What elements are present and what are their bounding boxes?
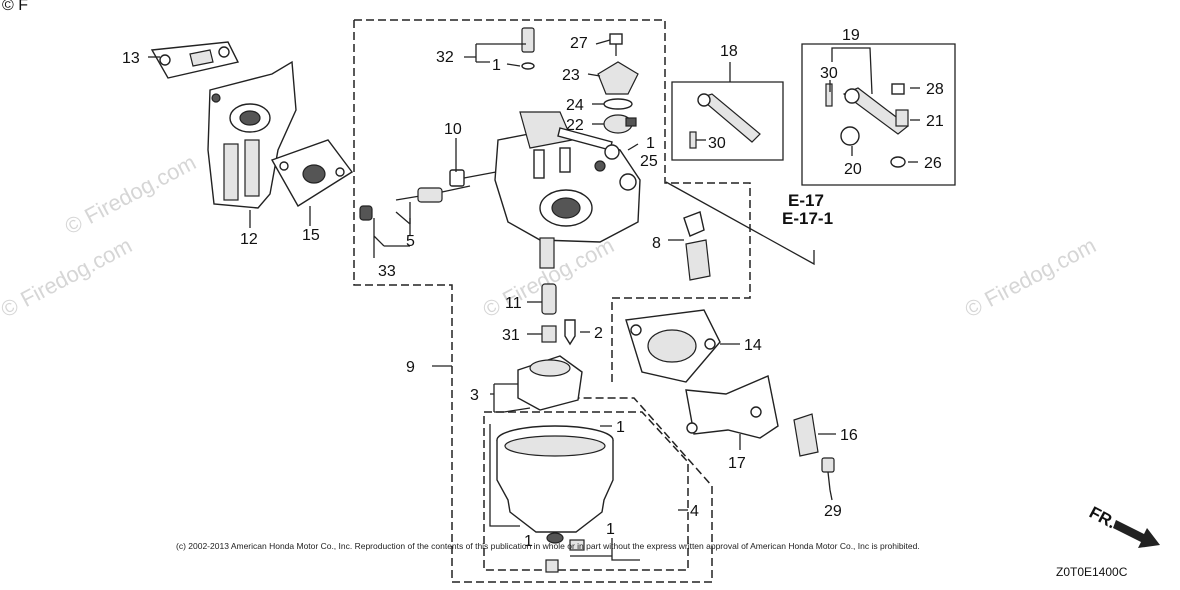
callout-8: 8 [652, 235, 661, 252]
part-8-seal [683, 211, 711, 281]
carburetor-body [494, 111, 641, 269]
callout-9: 9 [406, 359, 415, 376]
callout-21: 21 [926, 113, 944, 130]
part-25-gear [604, 144, 620, 160]
callout-22: 22 [566, 117, 584, 134]
part-27-screw [609, 33, 623, 56]
box-throttle-lever [671, 81, 784, 161]
callout-32: 32 [436, 49, 454, 66]
part-13-gasket [150, 41, 240, 79]
part-14-gasket [625, 309, 721, 383]
callout-25: 25 [640, 153, 658, 170]
part-11-float-valve-seat [541, 283, 557, 315]
callout-2: 2 [594, 325, 603, 342]
front-direction-arrow: FR. [1086, 503, 1160, 548]
part-15-gasket [270, 139, 354, 207]
copyright-notice: (c) 2002-2013 American Honda Motor Co., … [176, 541, 920, 551]
assembly-outline-float-bowl [483, 411, 689, 571]
box-choke-lever [801, 43, 956, 186]
callout-1-bottom-left: 1 [524, 533, 533, 550]
part-18-throttle-lever [689, 93, 761, 149]
callout-28: 28 [926, 81, 944, 98]
part-5-pilot-screw [395, 185, 471, 203]
callout-26: 26 [924, 155, 942, 172]
leader-lines [148, 39, 920, 561]
part-23-plate [597, 61, 639, 95]
front-arrow-icon [1113, 520, 1160, 548]
watermark: © Firedog.com [961, 232, 1100, 322]
part-24-washer [603, 98, 633, 110]
watermark: © Firedog.com [61, 149, 200, 239]
callout-14: 14 [744, 337, 762, 354]
part-16-clip [793, 413, 819, 457]
part-3-float [503, 355, 583, 413]
part-22-collar [603, 114, 637, 134]
callout-1-right: 1 [646, 135, 655, 152]
callout-11: 11 [505, 295, 522, 312]
callout-30-left: 30 [708, 135, 726, 152]
callout-10: 10 [444, 121, 462, 138]
callout-20: 20 [844, 161, 862, 178]
callout-24: 24 [566, 97, 584, 114]
part-33-cap [359, 205, 373, 221]
callout-16: 16 [840, 427, 858, 444]
callout-1-top: 1 [492, 57, 501, 74]
callout-12: 12 [240, 231, 258, 248]
part-29-screw [821, 457, 835, 491]
corner-mark: © F [2, 0, 28, 14]
part-31-jet [541, 325, 557, 343]
callout-27: 27 [570, 35, 588, 52]
callout-29: 29 [824, 503, 842, 520]
callout-30-right: 30 [820, 65, 838, 82]
part-10-screw [449, 169, 497, 187]
diagram-code: Z0T0E1400C [1056, 565, 1128, 579]
reference-e17: E-17 [788, 191, 824, 210]
callout-3: 3 [470, 387, 479, 404]
callout-labels: 13 12 15 32 1 27 23 24 22 1 25 10 5 33 8… [122, 27, 944, 550]
part-19-choke-lever [825, 83, 909, 168]
callout-19: 19 [842, 27, 860, 44]
reference-e17-1: E-17-1 [782, 209, 833, 228]
part-17-bracket [685, 375, 779, 439]
watermark: © Firedog.com [0, 232, 136, 322]
part-2-needle [564, 319, 576, 346]
callout-23: 23 [562, 67, 580, 84]
part-12-bracket [207, 60, 297, 209]
callout-31: 31 [502, 327, 520, 344]
part-1-float-bowl [496, 425, 614, 573]
callout-17: 17 [728, 455, 746, 472]
assembly-outline-carburetor [353, 19, 751, 583]
callout-33: 33 [378, 263, 396, 280]
callout-1-bottom-right: 1 [606, 521, 615, 538]
callout-15: 15 [302, 227, 320, 244]
callout-1-bowl: 1 [616, 419, 625, 436]
callout-4: 4 [690, 503, 699, 520]
callout-13: 13 [122, 50, 140, 67]
callout-18: 18 [720, 43, 738, 60]
part-1-washer [521, 62, 535, 70]
part-32-screw [521, 27, 535, 53]
callout-5: 5 [406, 233, 415, 250]
